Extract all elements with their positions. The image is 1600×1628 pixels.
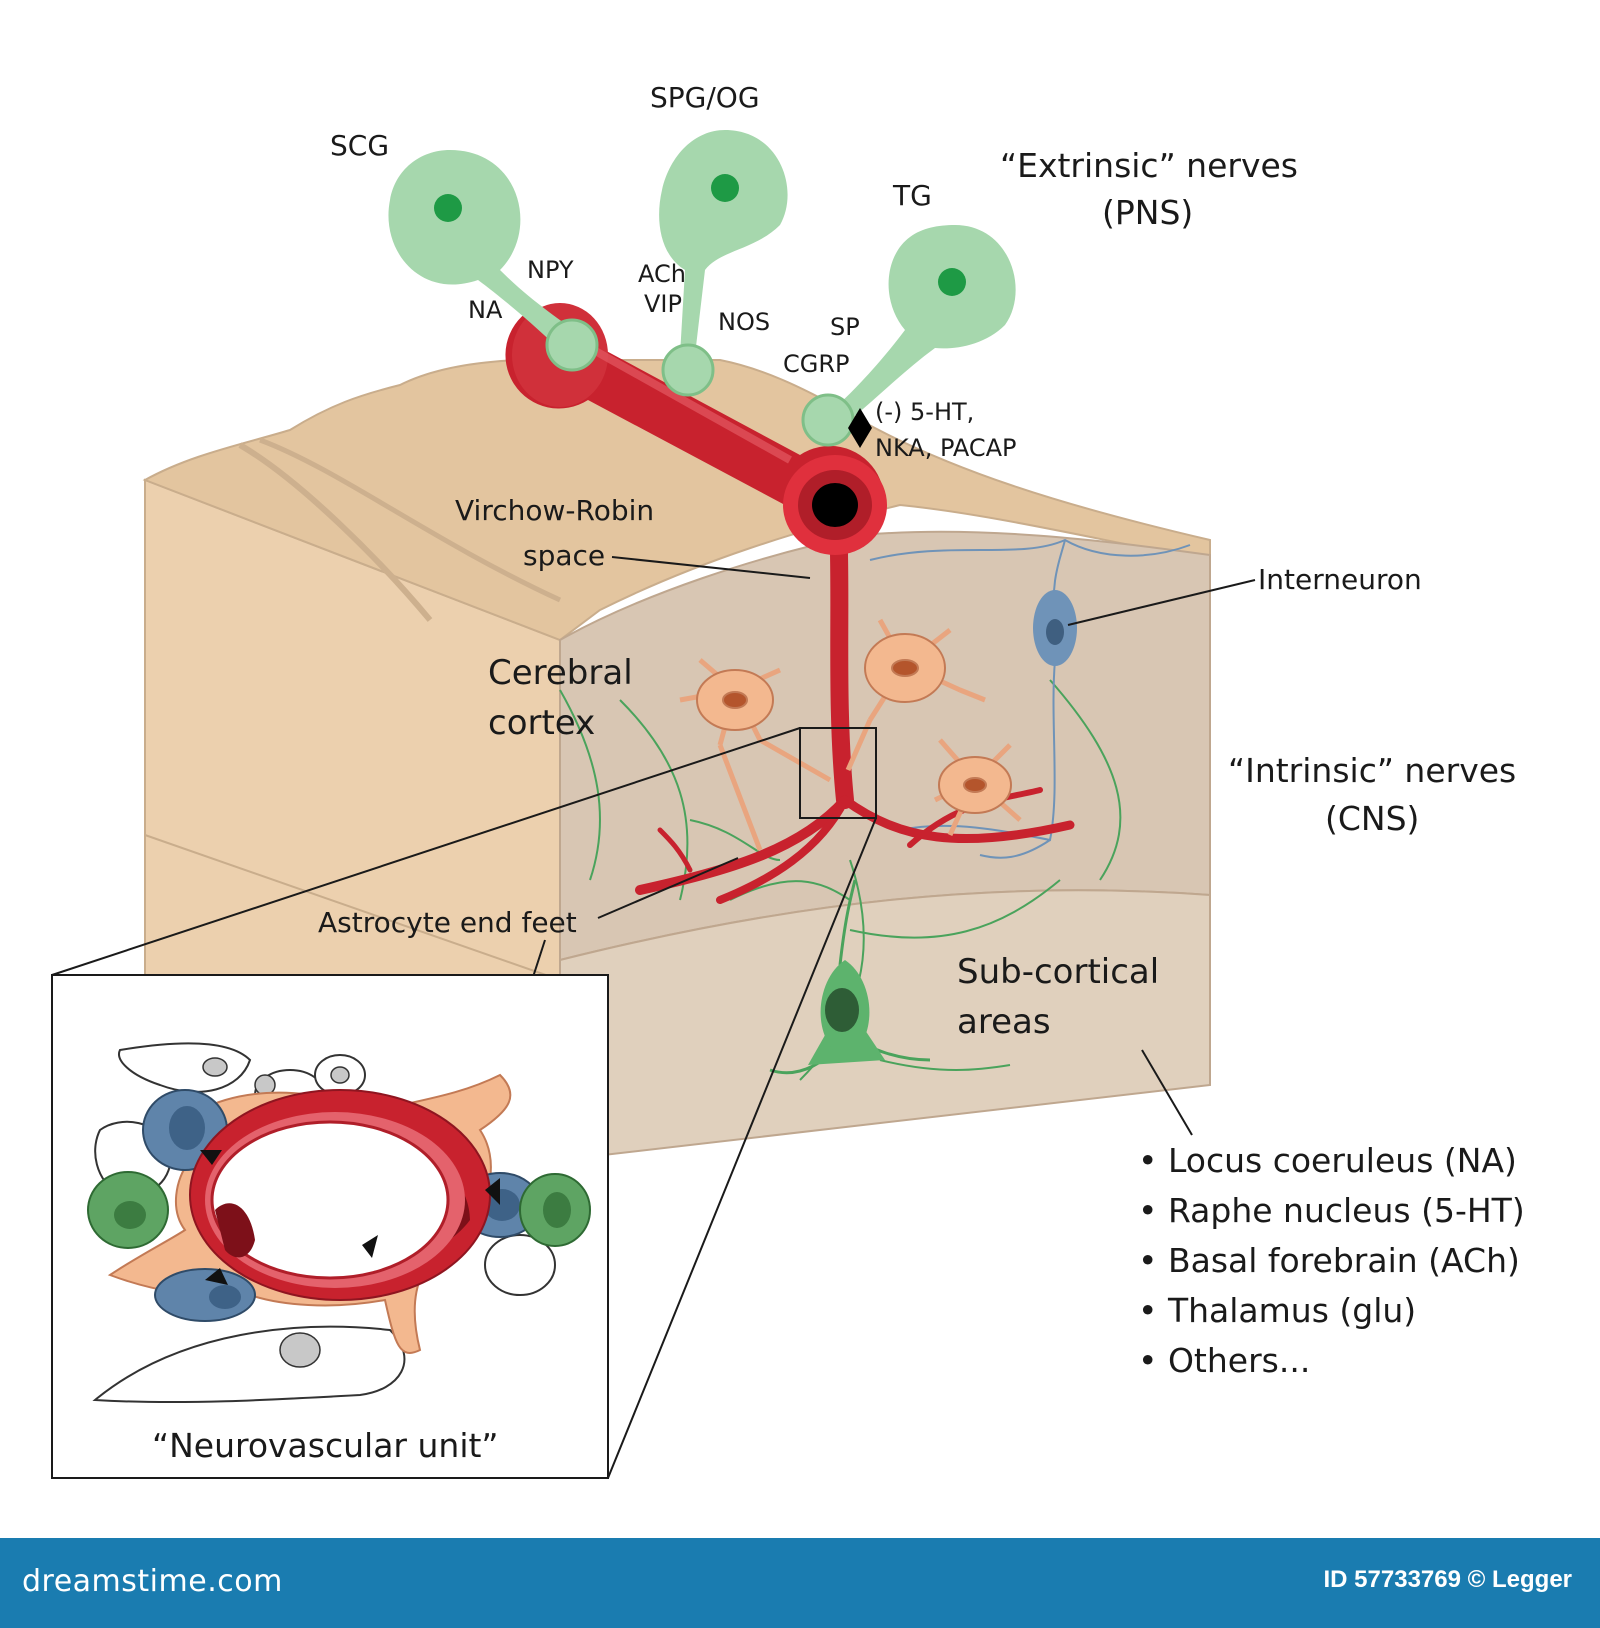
virchow-label-line1: Virchow-Robin	[455, 494, 654, 527]
labels: SCG SPG/OG TG NPY NA ACh VIP NOS SP CGRP…	[152, 81, 1525, 1465]
surface-artery	[505, 303, 887, 555]
astrocyte-end-feet-label: Astrocyte end feet	[318, 906, 577, 939]
list-item: • Raphe nucleus (5-HT)	[1138, 1191, 1525, 1230]
intrinsic-heading-line2: (CNS)	[1325, 799, 1419, 838]
spg-og-label: SPG/OG	[650, 81, 760, 114]
zoom-box	[799, 727, 877, 819]
list-item: • Thalamus (glu)	[1138, 1291, 1416, 1330]
list-item: • Others...	[1138, 1341, 1310, 1380]
subcortical-label-line2: areas	[957, 1002, 1051, 1042]
neurovascular-unit-inset	[51, 974, 609, 1479]
interneuron	[869, 538, 1191, 859]
footer-brand[interactable]: dreamstime.com	[22, 1564, 283, 1599]
pointer-lines	[51, 556, 1256, 1479]
tg-label: TG	[892, 179, 932, 212]
inset-caption: “Neurovascular unit”	[152, 1426, 499, 1465]
astrocyte	[933, 738, 1022, 837]
na-label: NA	[468, 296, 503, 324]
footer-image-id: ID 57733769 © Legger	[1323, 1566, 1572, 1593]
vip-label: VIP	[644, 290, 682, 318]
inset-vessel-lumen	[210, 1120, 450, 1280]
inhibitory-diamond-icon	[848, 408, 872, 448]
inhibitory-label-line1: (-) 5-HT,	[875, 398, 974, 426]
nos-label: NOS	[718, 308, 770, 336]
tissue-top-surface	[142, 359, 1211, 642]
extrinsic-heading-line1: “Extrinsic” nerves	[1000, 146, 1298, 185]
neurovascular-diagram: SCG SPG/OG TG NPY NA ACh VIP NOS SP CGRP…	[51, 81, 1525, 1479]
interneuron-label: Interneuron	[1258, 563, 1422, 596]
cortex-label-line2: cortex	[488, 703, 595, 743]
astrocyte	[845, 618, 986, 772]
list-item: • Locus coeruleus (NA)	[1138, 1141, 1517, 1180]
list-item: • Basal forebrain (ACh)	[1138, 1241, 1520, 1280]
scg-ganglion	[388, 150, 599, 372]
subcortex-cut-face	[559, 889, 1211, 1162]
intrinsic-heading-line1: “Intrinsic” nerves	[1228, 751, 1516, 790]
npy-label: NPY	[527, 256, 574, 284]
cgrp-label: CGRP	[783, 350, 850, 378]
sp-label: SP	[830, 313, 860, 341]
watermark-footer: dreamstime.com ID 57733769 © Legger	[0, 1538, 1600, 1628]
extrinsic-heading-line2: (PNS)	[1102, 193, 1193, 232]
inhibitory-label-line2: NKA, PACAP	[875, 434, 1017, 462]
cortex-label-line1: Cerebral	[488, 653, 633, 693]
ach-label: ACh	[638, 260, 686, 288]
astrocytes	[679, 618, 1022, 851]
subcortical-source-list: • Locus coeruleus (NA) • Raphe nucleus (…	[1138, 1141, 1525, 1380]
subcortical-label-line1: Sub-cortical	[957, 952, 1159, 992]
spg-og-ganglion	[659, 130, 788, 397]
tg-ganglion	[801, 225, 1016, 447]
artery-lumen	[812, 483, 858, 527]
scg-label: SCG	[330, 129, 389, 162]
virchow-label-line2: space	[523, 539, 605, 572]
subcortical-neuron	[769, 879, 931, 1075]
astrocyte	[679, 658, 832, 851]
extrinsic-ganglia	[388, 130, 1016, 448]
